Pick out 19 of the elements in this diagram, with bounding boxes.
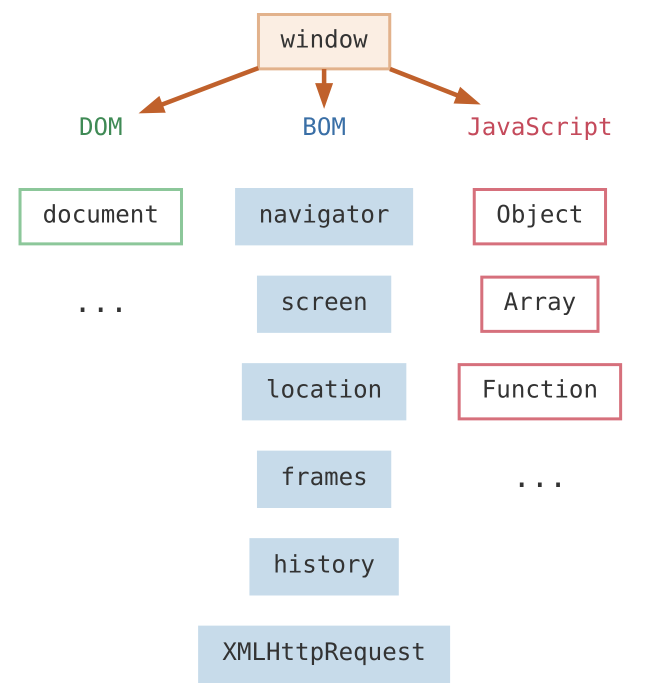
node-text: JavaScript <box>467 112 613 141</box>
node-box: location <box>242 363 406 420</box>
node-box: frames <box>256 450 392 508</box>
arrow <box>138 66 260 114</box>
node-box: window <box>256 13 392 70</box>
node-text: BOM <box>302 112 346 141</box>
arrow <box>389 66 481 105</box>
node-text: DOM <box>78 112 123 141</box>
node-box: Object <box>472 188 608 246</box>
node-box: Array <box>480 276 600 333</box>
node-box: navigator <box>235 188 414 246</box>
node-box: document <box>18 188 183 246</box>
node-box: XMLHttpRequest <box>198 626 450 683</box>
label: ... <box>74 284 128 320</box>
label: ... <box>512 460 568 495</box>
node-box: Function <box>458 363 622 420</box>
arrow <box>315 69 334 109</box>
node-box: screen <box>256 276 392 333</box>
node-box: history <box>249 538 399 596</box>
